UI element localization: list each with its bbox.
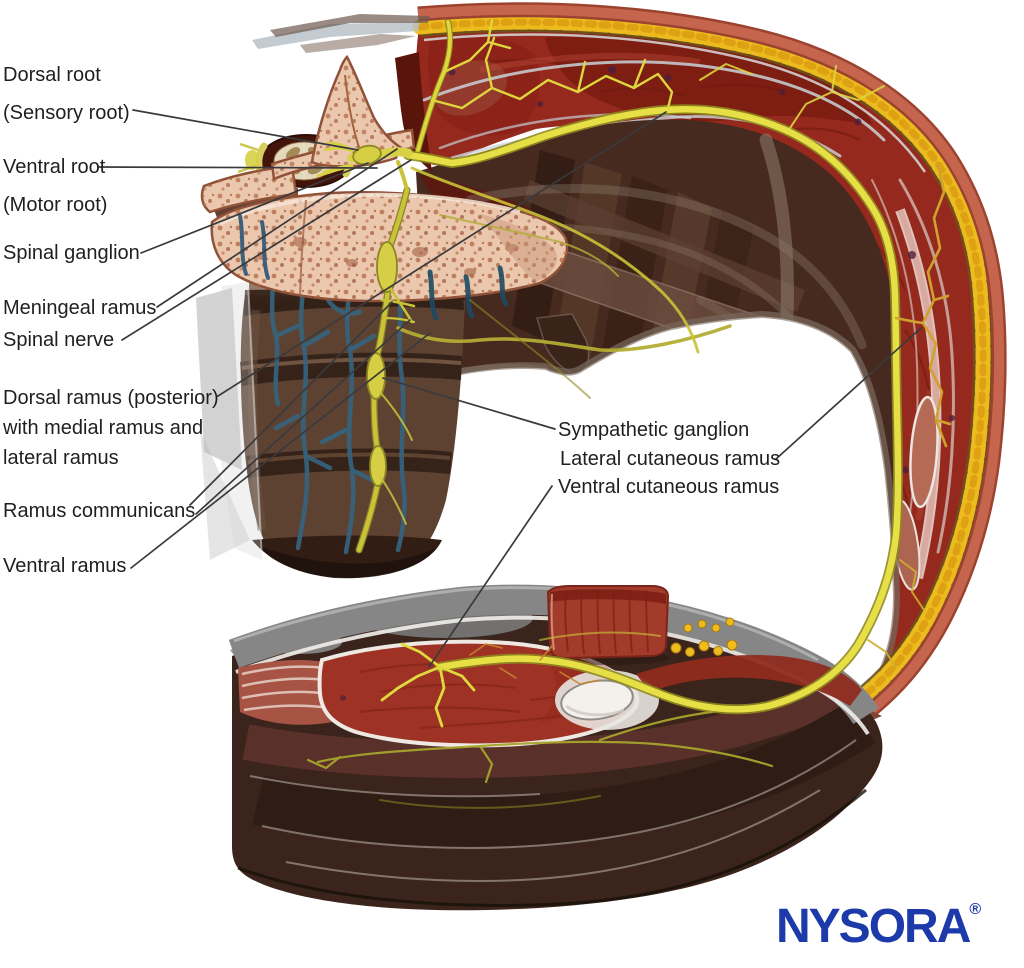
leader-ventral-root	[98, 166, 378, 169]
label-sympathetic-ganglion: Sympathetic ganglion	[558, 419, 750, 441]
body-wall-anterior	[228, 584, 883, 911]
vertebral-column	[196, 253, 465, 579]
label-spinal-ganglion: Spinal ganglion	[3, 242, 140, 264]
label-ventral-ramus: Ventral ramus	[3, 555, 127, 577]
leader-dorsal-root	[132, 109, 359, 151]
nerves	[306, 18, 952, 809]
nysora-logo: NYSORA®	[776, 900, 982, 953]
leader-ventral-ramus	[130, 332, 431, 569]
label-dorsal-root: Dorsal root (Sensory root)	[3, 64, 130, 124]
label-dorsal-ramus: Dorsal ramus (posterior) with medial ram…	[3, 387, 219, 469]
leader-meningeal-ramus	[156, 148, 398, 308]
leader-spinal-ganglion	[140, 162, 369, 254]
registered-mark: ®	[969, 901, 982, 918]
label-ramus-communicans: Ramus communicans	[3, 500, 196, 522]
leader-spinal-nerve	[121, 159, 412, 341]
leader-sympathetic-ganglion	[382, 377, 556, 430]
label-ventral-cutaneous-ramus: Ventral cutaneous ramus	[558, 476, 780, 498]
leader-ramus-communicans-2	[195, 319, 411, 515]
leader-ramus-communicans-1	[189, 301, 393, 506]
vessel-dot	[340, 695, 346, 701]
label-lateral-cutaneous-ramus: Lateral cutaneous ramus	[560, 448, 781, 470]
leader-dorsal-ramus	[217, 111, 667, 397]
label-meningeal-ramus: Meningeal ramus	[3, 297, 157, 319]
leader-lines	[98, 109, 922, 668]
leader-ventral-cutaneous-ramus	[428, 485, 553, 668]
label-ventral-root: Ventral root (Motor root)	[3, 156, 108, 216]
leader-lateral-cutaneous-ramus	[775, 327, 922, 460]
label-spinal-nerve: Spinal nerve	[3, 329, 115, 351]
